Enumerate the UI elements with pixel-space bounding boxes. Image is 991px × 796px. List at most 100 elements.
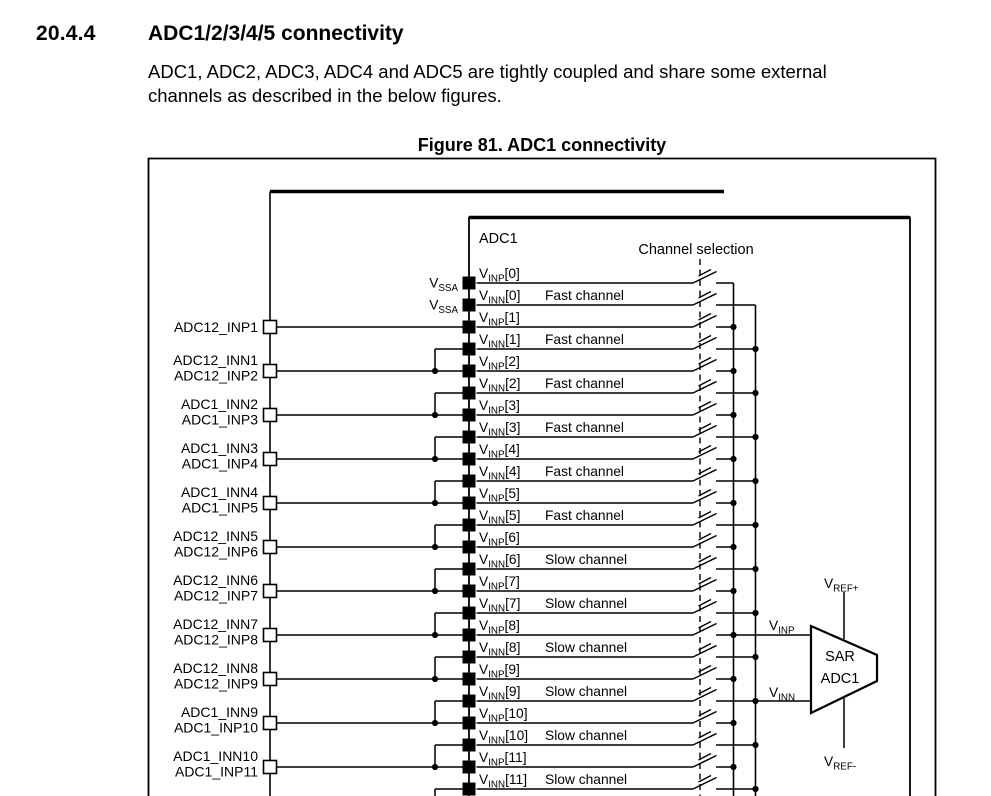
- bus-junction-dot: [752, 653, 759, 661]
- bus-junction-dot: [752, 345, 759, 353]
- bus-junction-dot: [730, 763, 737, 771]
- switch-blade: [692, 402, 717, 416]
- pin-label: ADC1_INP10: [174, 720, 258, 736]
- pin-label: ADC1_INN3: [181, 440, 258, 456]
- switch-blade: [692, 446, 717, 460]
- vssa-label: VSSA: [429, 298, 458, 317]
- external-pin-pad: [262, 759, 278, 775]
- bus-junction-dot: [730, 411, 737, 419]
- switch-blade: [692, 732, 717, 746]
- channel-input-label: VINN[1]: [479, 332, 520, 351]
- adc-input-pad: [462, 474, 476, 488]
- switch-blade: [692, 710, 717, 724]
- switch-blade: [692, 776, 717, 790]
- adc-input-pad: [462, 518, 476, 532]
- channel-group-3: VINP[3]VINN[3]Fast channel: [462, 398, 759, 444]
- switch-tick: [698, 554, 712, 563]
- switch-blade: [692, 578, 717, 592]
- switch-blade: [692, 754, 717, 768]
- switch-blade: [692, 688, 717, 702]
- external-pin-group-11: [434, 788, 463, 796]
- switch-tick: [698, 378, 712, 387]
- pin-label: ADC1_INN9: [181, 704, 258, 720]
- adc-input-pad: [462, 452, 476, 466]
- bus-junction-dot: [730, 499, 737, 507]
- switch-tick: [698, 642, 712, 651]
- external-pin-pad: [262, 583, 278, 599]
- channel-input-label: VINP[10]: [479, 706, 528, 725]
- external-pin-pad: [262, 363, 278, 379]
- channel-speed-label: Slow channel: [545, 684, 627, 699]
- channel-input-label: VINN[3]: [479, 420, 520, 439]
- adc1-box-label: ADC1: [479, 231, 518, 247]
- switch-tick: [698, 334, 712, 343]
- channel-input-label: VINP[6]: [479, 530, 520, 549]
- sar-label-line2: ADC1: [821, 671, 860, 687]
- channel-group-7: VINP[7]VINN[7]Slow channel: [462, 574, 759, 620]
- channel-selection-label: Channel selection: [638, 242, 753, 258]
- switch-blade: [692, 314, 717, 328]
- bus-junction-dot: [730, 455, 737, 463]
- external-pin-pad: [262, 407, 278, 423]
- pin-label: ADC12_INP1: [174, 319, 258, 335]
- channel-group-10: VINP[10]VINN[10]Slow channel: [462, 706, 759, 752]
- channel-input-label: VINN[8]: [479, 640, 520, 659]
- switch-tick: [698, 532, 712, 541]
- bus-junction-dot: [752, 521, 759, 529]
- channel-speed-label: Slow channel: [545, 596, 627, 611]
- bus-junction-dot: [752, 741, 759, 749]
- adc-input-pad: [462, 342, 476, 356]
- adc-input-pad: [462, 672, 476, 686]
- switch-blade: [692, 424, 717, 438]
- bus-junction-dot: [752, 389, 759, 397]
- switch-blade: [692, 358, 717, 372]
- switch-tick: [698, 312, 712, 321]
- adc-input-pad: [462, 276, 476, 290]
- adc-input-pad: [462, 364, 476, 378]
- channel-input-label: VINP[4]: [479, 442, 520, 461]
- adc-input-pad: [462, 606, 476, 620]
- channel-speed-label: Fast channel: [545, 508, 624, 523]
- channel-group-9: VINP[9]VINN[9]Slow channel: [462, 662, 759, 708]
- channel-input-label: VINP[0]: [479, 266, 520, 285]
- switch-tick: [698, 510, 712, 519]
- pin-label: ADC12_INN6: [173, 572, 258, 588]
- switch-tick: [698, 488, 712, 497]
- channel-input-label: VINN[4]: [479, 464, 520, 483]
- switch-blade: [692, 468, 717, 482]
- switch-tick: [698, 400, 712, 409]
- pin-label: ADC12_INN5: [173, 528, 258, 544]
- switch-tick: [698, 466, 712, 475]
- pin-label: ADC12_INP9: [174, 676, 258, 692]
- bus-junction-dot: [730, 543, 737, 551]
- channel-input-label: VINP[3]: [479, 398, 520, 417]
- pin-label: ADC1_INP4: [182, 456, 258, 472]
- channel-group-0: VINP[0]VINN[0]Fast channel: [462, 266, 756, 312]
- switch-tick: [698, 444, 712, 453]
- bus-junction-dot: [730, 587, 737, 595]
- switch-blade: [692, 270, 717, 284]
- switch-blade: [692, 336, 717, 350]
- channel-input-label: VINN[10]: [479, 728, 528, 747]
- switch-tick: [698, 598, 712, 607]
- channel-group-8: VINP[8]VINN[8]Slow channel: [462, 618, 759, 664]
- channel-input-label: VINP[9]: [479, 662, 520, 681]
- channel-group-11: VINP[11]VINN[11]Slow channel: [462, 750, 759, 796]
- channel-group-6: VINP[6]VINN[6]Slow channel: [462, 530, 759, 576]
- channel-speed-label: Fast channel: [545, 332, 624, 347]
- channel-group-4: VINP[4]VINN[4]Fast channel: [462, 442, 759, 488]
- adc-input-pad: [462, 496, 476, 510]
- vssa-label: VSSA: [429, 276, 458, 295]
- switch-blade: [692, 380, 717, 394]
- switch-tick: [698, 290, 712, 299]
- channel-input-label: VINP[1]: [479, 310, 520, 329]
- switch-tick: [698, 774, 712, 783]
